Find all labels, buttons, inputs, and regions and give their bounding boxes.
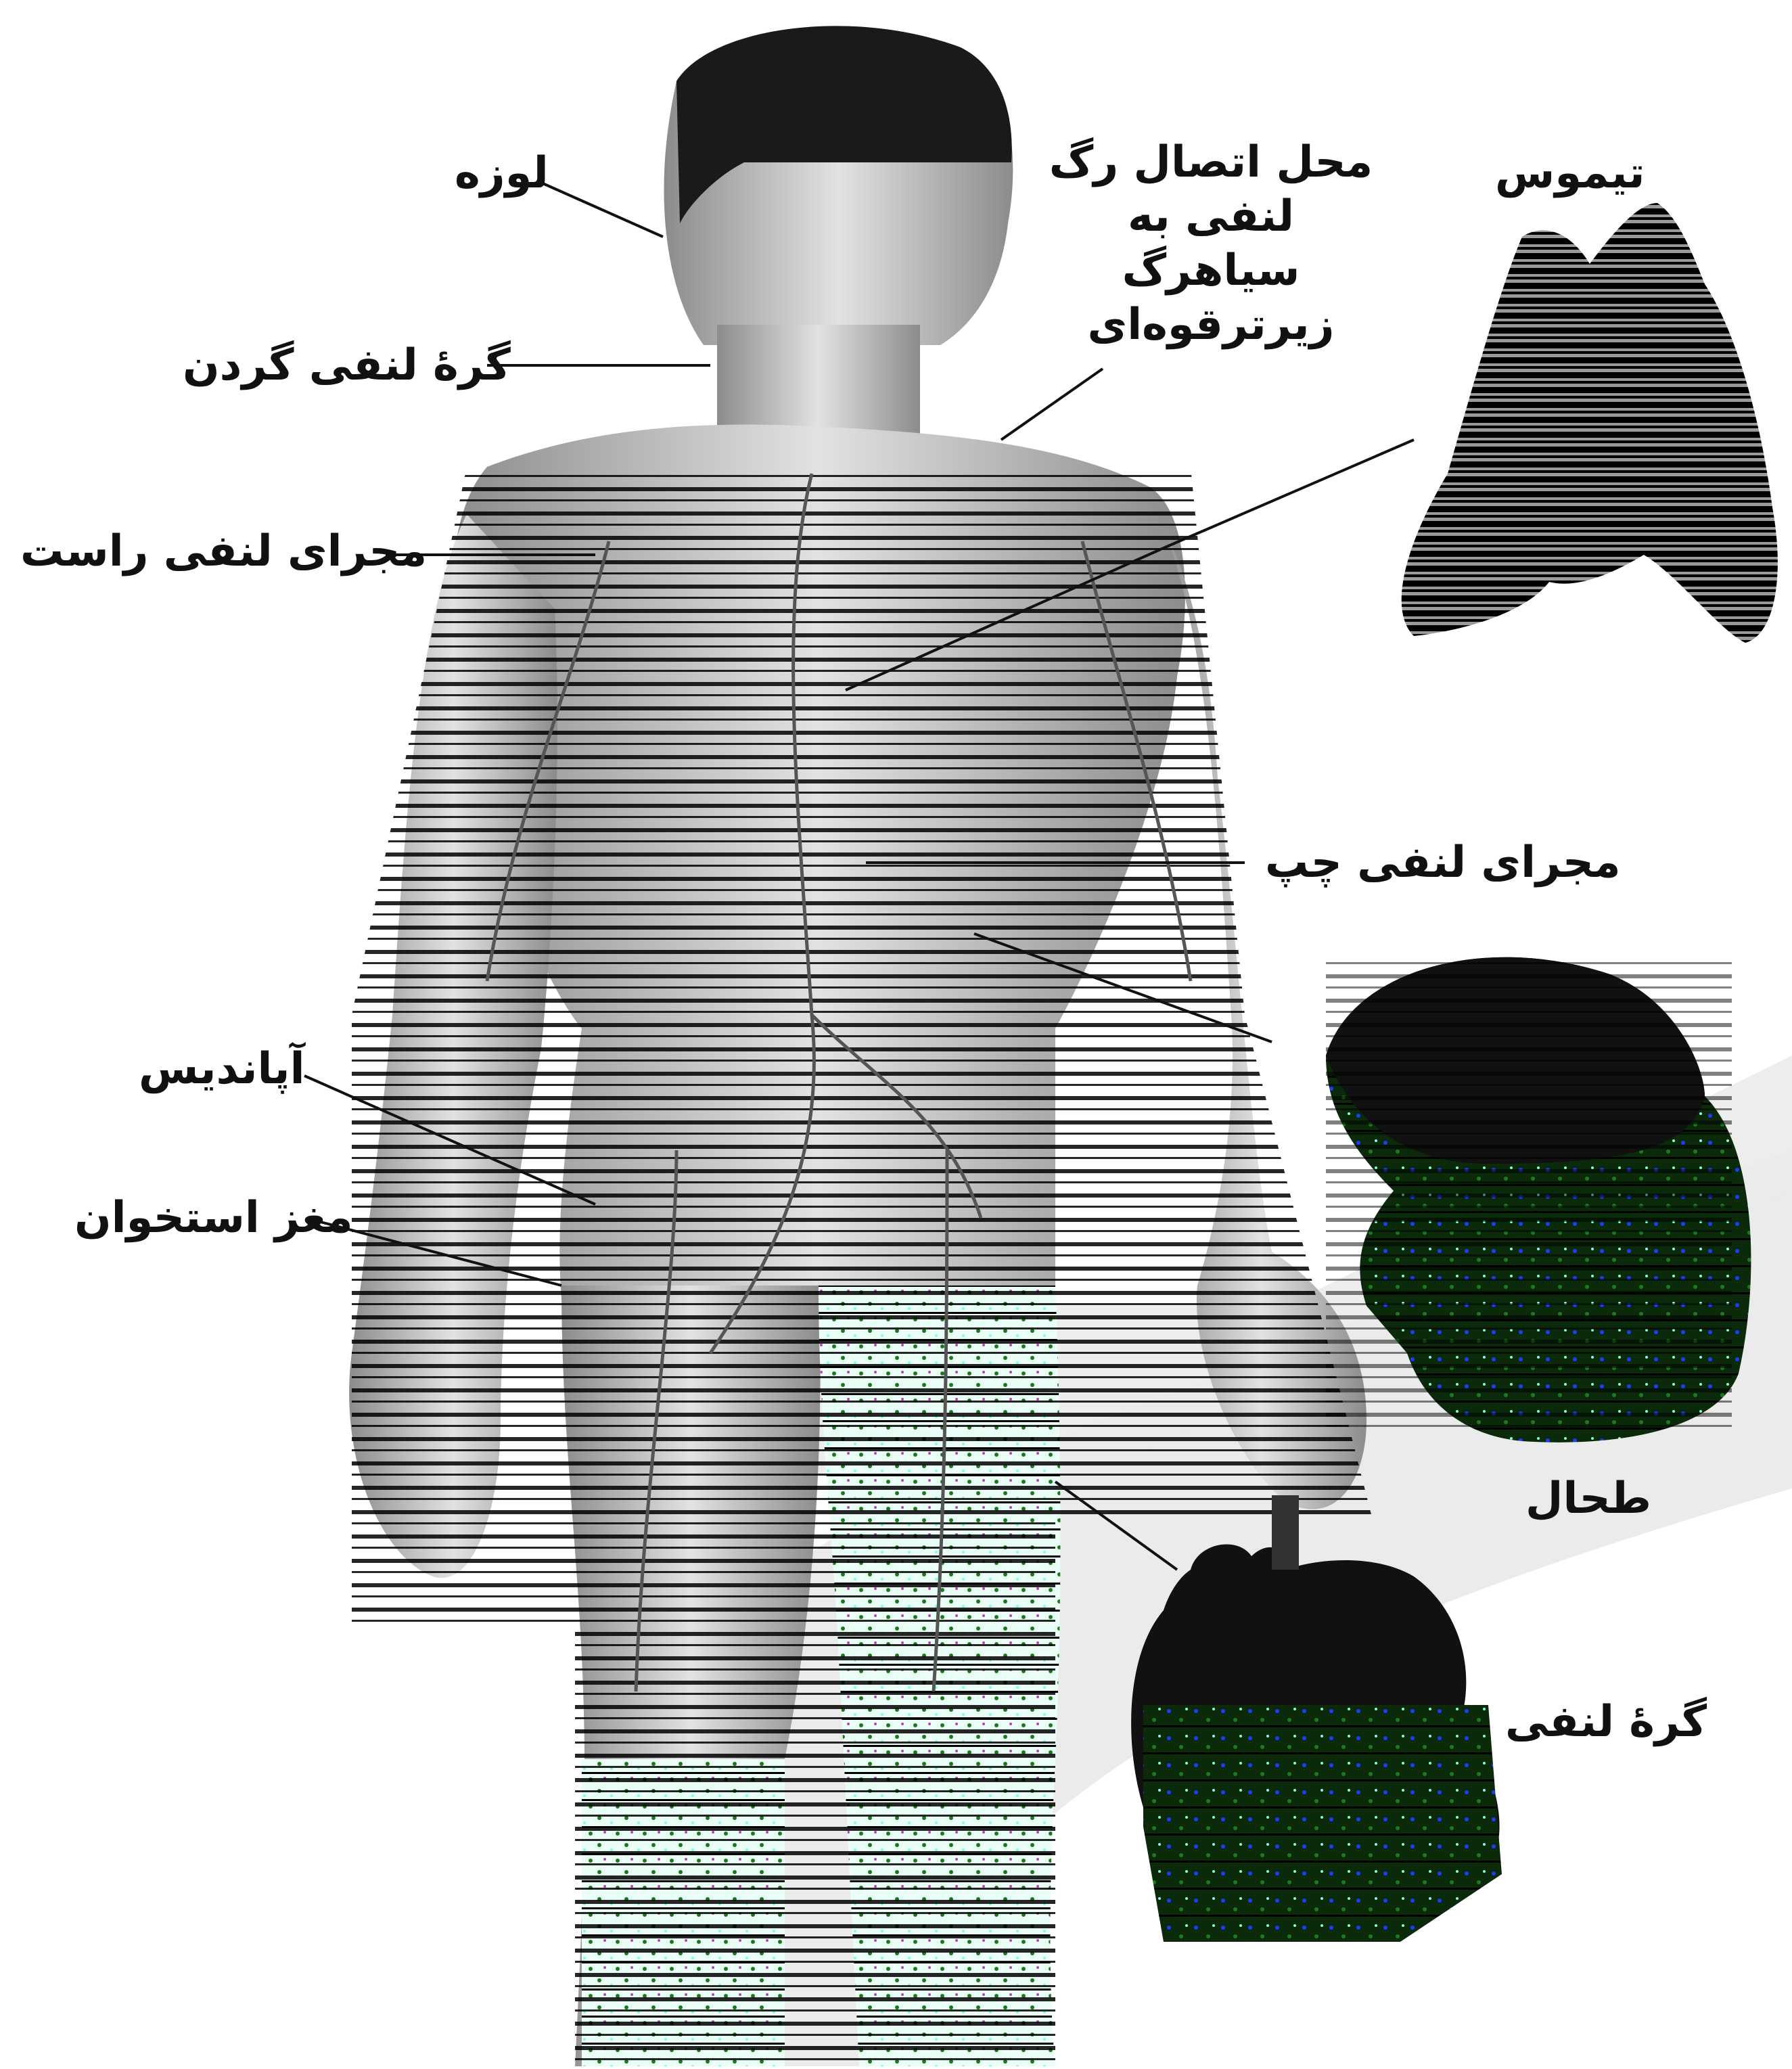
- spleen-organ: [1326, 957, 1751, 1442]
- label-junction-line1: محل اتصال رگ: [1042, 135, 1380, 189]
- label-right-lymphatic-duct: مجرای لنفی راست: [20, 524, 427, 578]
- thymus-organ: [1402, 203, 1778, 643]
- label-lymph-vein-junction: محل اتصال رگ لنفی به سیاهرگ زیرترقوه‌ای: [1042, 135, 1380, 352]
- label-neck-lymph-node: گرهٔ لنفی گردن: [183, 338, 511, 392]
- label-left-lymphatic-duct: مجرای لنفی چپ: [1265, 836, 1621, 890]
- leader-junction: [1001, 369, 1103, 440]
- label-spleen: طحال: [1525, 1472, 1651, 1526]
- label-junction-line3: زیرترقوه‌ای: [1042, 298, 1380, 352]
- label-junction-line2: لنفی به سیاهرگ: [1042, 189, 1380, 298]
- label-appendix: آپاندیس: [139, 1042, 305, 1096]
- label-tonsil: لوزه: [455, 146, 549, 200]
- label-bone-marrow: مغز استخوان: [74, 1191, 353, 1245]
- label-thymus: تیموس: [1495, 146, 1645, 200]
- leader-thymus: [1164, 440, 1414, 548]
- label-lymph-node: گرهٔ لنفی: [1505, 1695, 1707, 1749]
- leader-tonsil: [541, 183, 663, 237]
